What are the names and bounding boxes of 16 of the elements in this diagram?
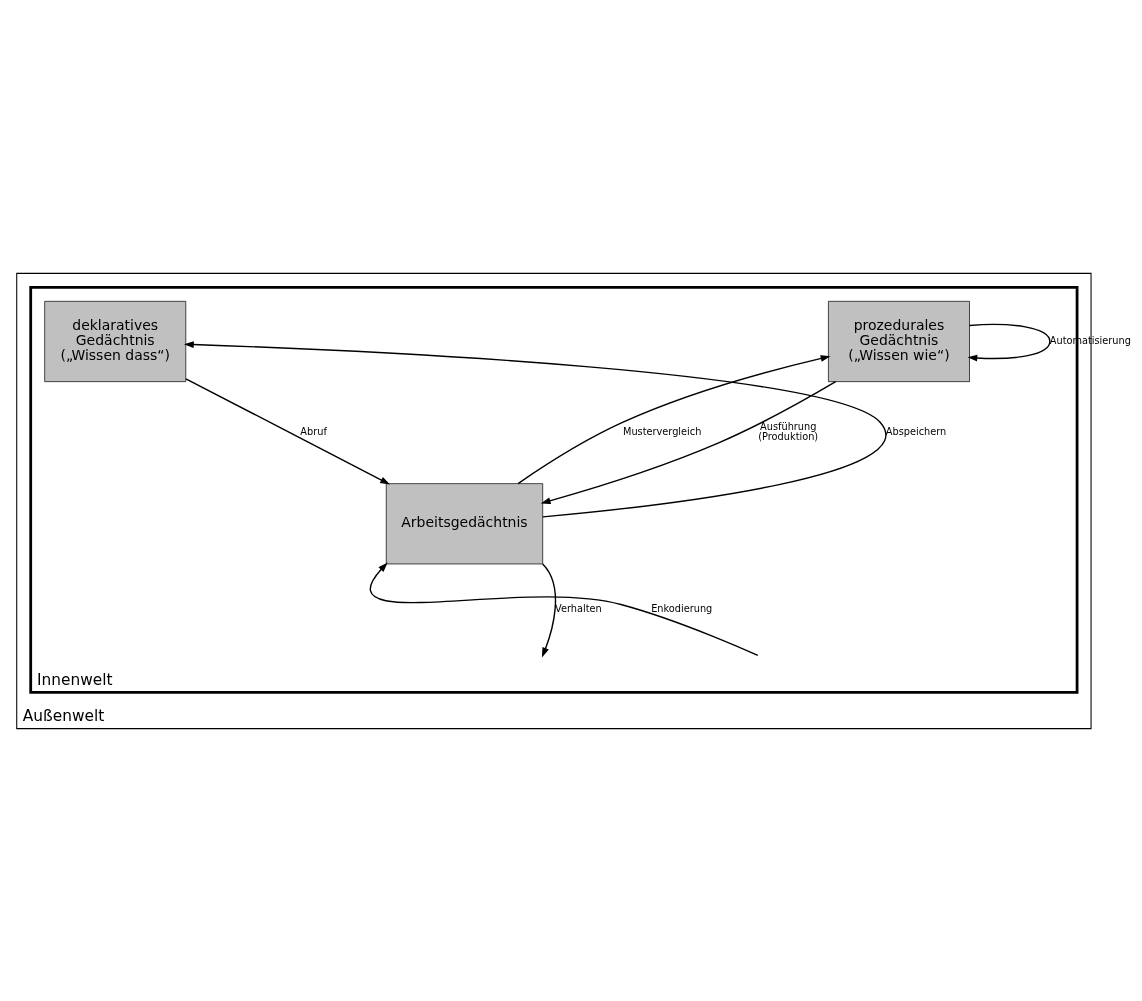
edge-label: Abruf — [300, 425, 327, 437]
arrow — [967, 323, 1051, 361]
arrow — [540, 380, 837, 504]
edge-label: Enkodierung — [651, 602, 713, 614]
arrow — [185, 377, 391, 485]
edge-label: Verhalten — [554, 602, 602, 614]
edge-label: Mustervergleich — [622, 425, 702, 437]
node-box: deklaratives Gedächtnis („Wissen dass“) — [44, 300, 187, 382]
node-box: prozedurales Gedächtnis („Wissen wie“) — [828, 300, 970, 382]
arrow — [370, 561, 759, 656]
arrow — [541, 562, 557, 657]
arrow — [183, 340, 887, 518]
arrow — [517, 354, 831, 484]
node-box: Arbeitsgedächtnis — [385, 482, 544, 564]
edge-label: Ausführung (Produktion) — [758, 420, 819, 442]
edge-label: Abspeichern — [885, 425, 947, 437]
